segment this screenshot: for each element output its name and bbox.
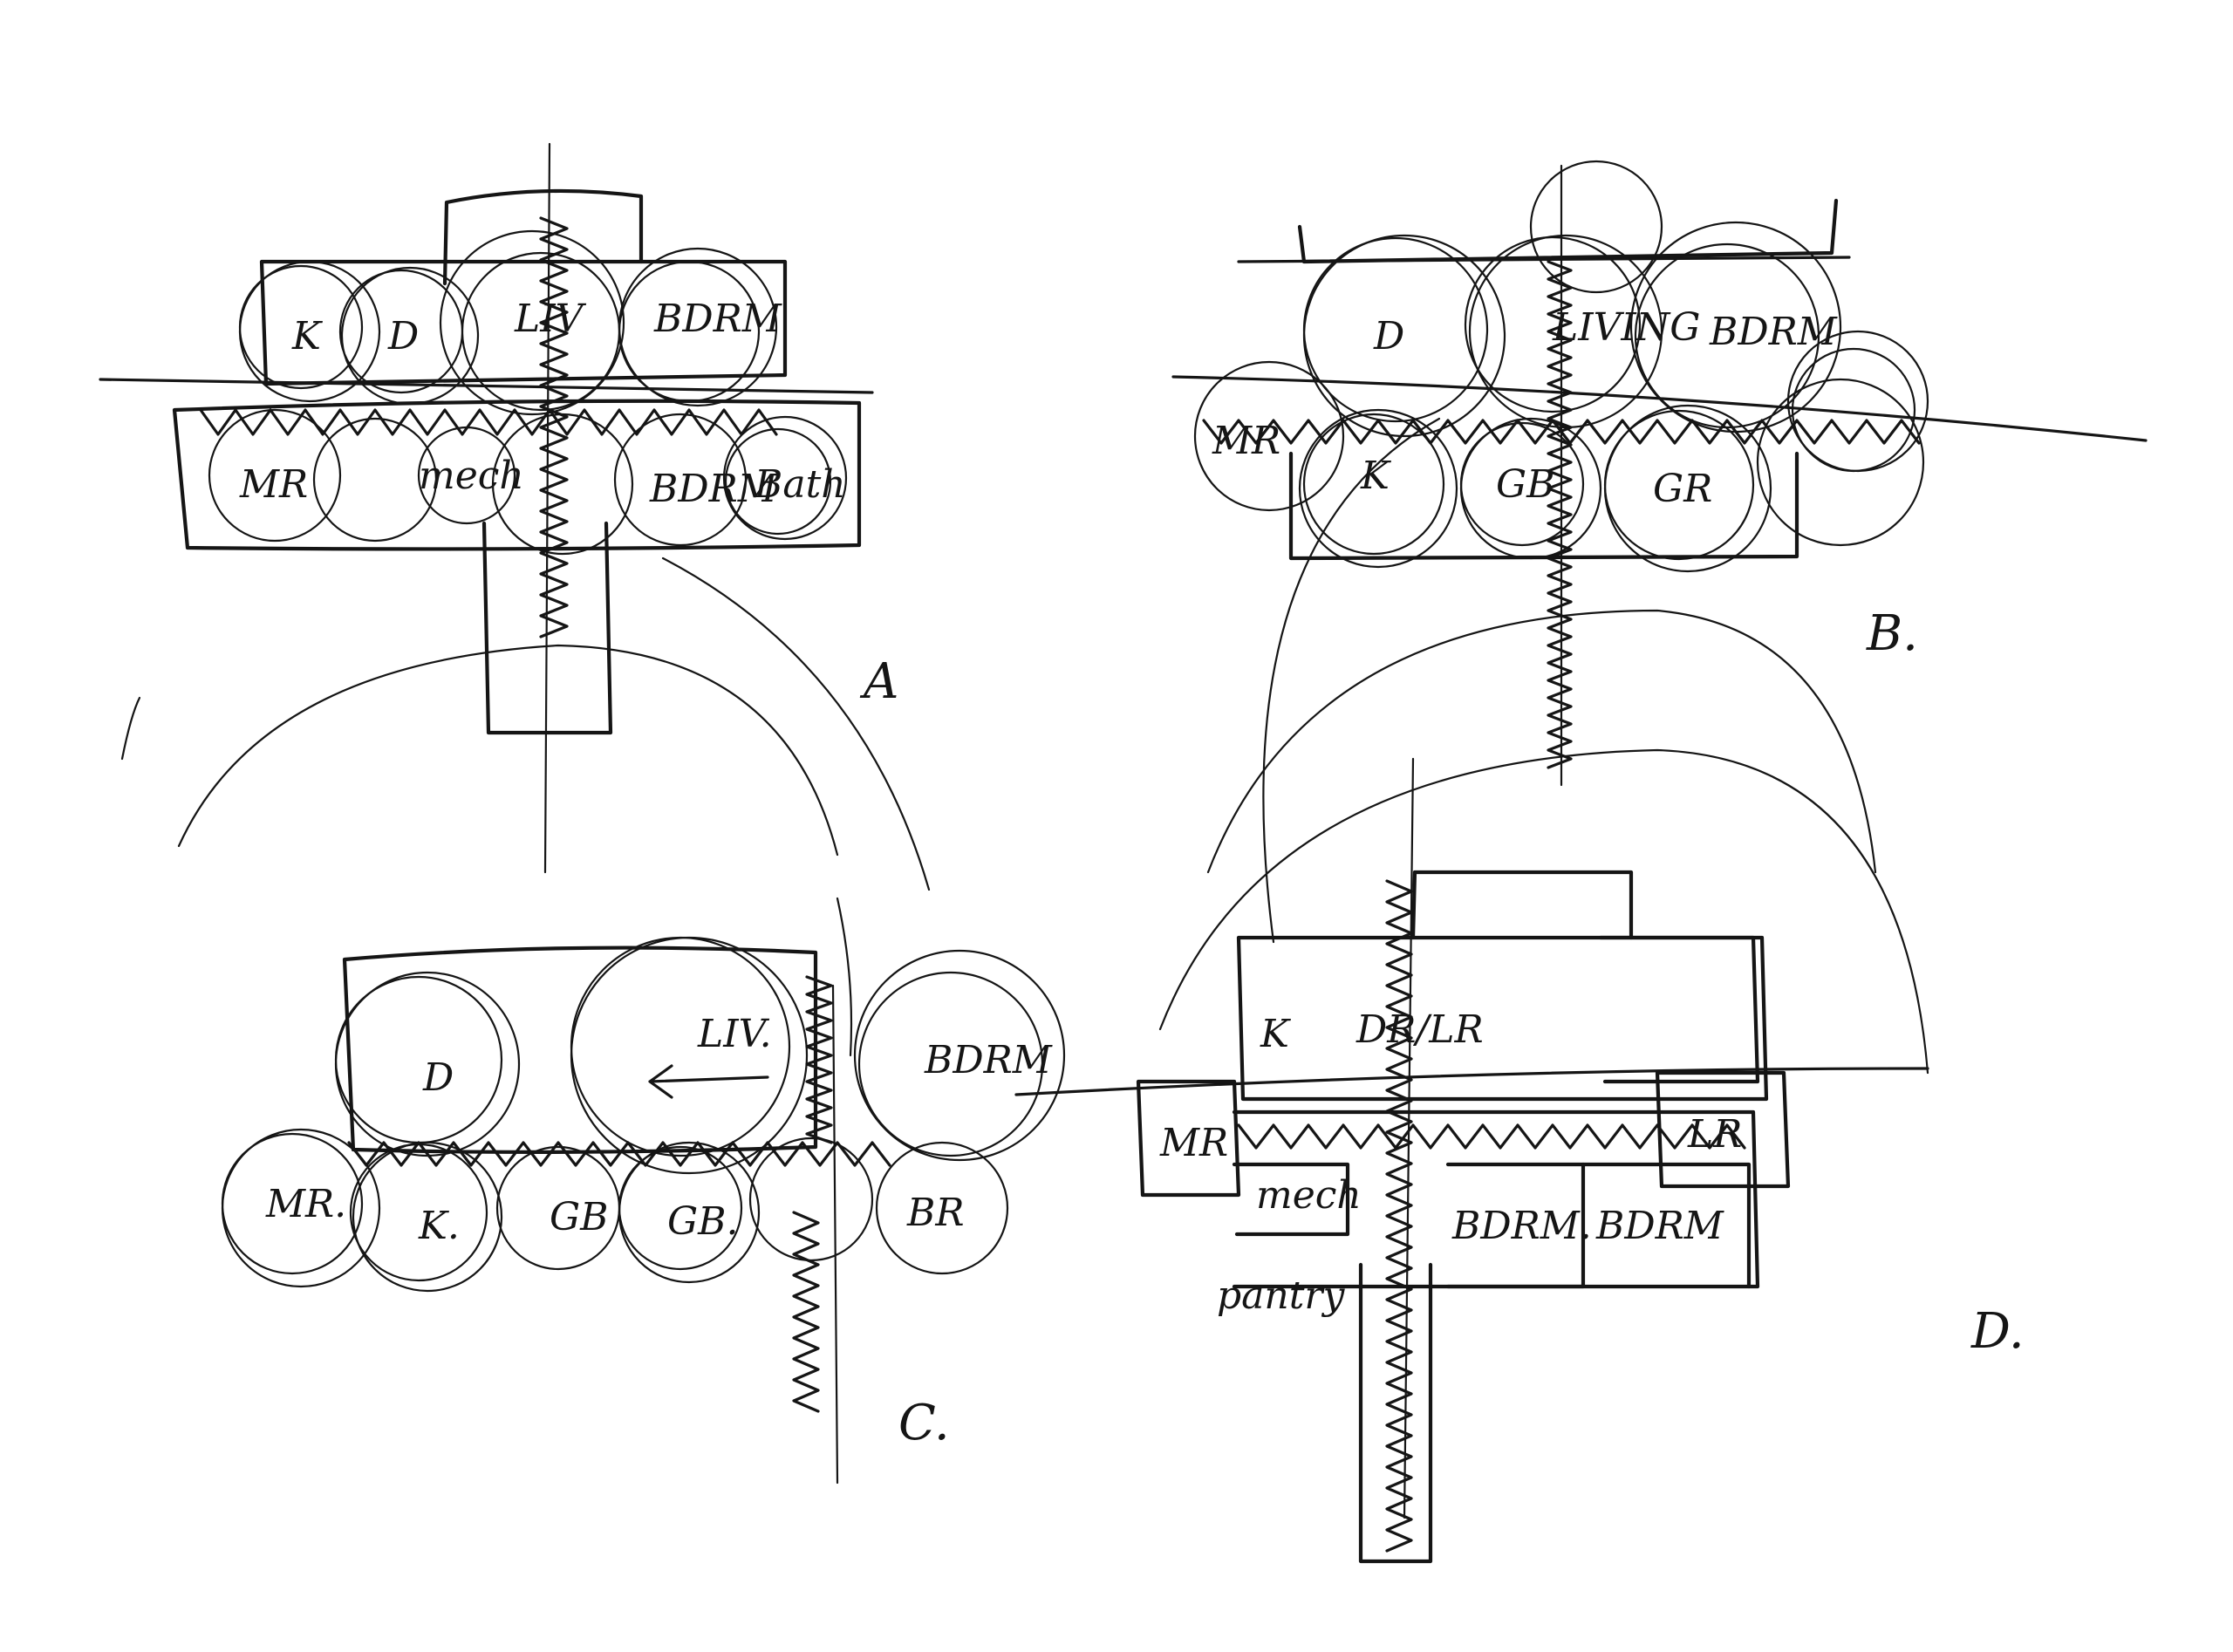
room-label-living-b: LIVING bbox=[1552, 305, 1700, 350]
block-mech-d bbox=[1232, 1162, 1350, 1237]
option-label-a: A bbox=[859, 653, 898, 710]
hatch-band-c bbox=[347, 1141, 891, 1167]
room-label-gr-b: GR bbox=[1653, 467, 1712, 511]
axis-line-d bbox=[1014, 1067, 1929, 1096]
block-upper-row-a bbox=[259, 259, 788, 386]
block-upper-b bbox=[1297, 198, 1839, 264]
room-label-gb2-c: GB. bbox=[667, 1199, 738, 1244]
room-label-liv-a: LIV bbox=[514, 297, 587, 341]
room-label-bdrm1-d: BDRM. bbox=[1451, 1204, 1592, 1248]
room-label-d-b: D bbox=[1373, 314, 1404, 358]
spine-line-a bbox=[543, 142, 551, 874]
block-entry-a bbox=[481, 521, 613, 735]
block-lower-b bbox=[1288, 451, 1799, 561]
living-arrow-c bbox=[648, 1064, 769, 1099]
sweep-arc-d bbox=[1158, 748, 1929, 1075]
hatch-band-d bbox=[1237, 1123, 1746, 1150]
sweep-arc-a bbox=[177, 644, 839, 857]
room-label-bath-a: Bath bbox=[754, 462, 846, 507]
room-label-mech-a: mech bbox=[419, 454, 524, 498]
hatch-spine-c bbox=[792, 975, 833, 1413]
sweep-line-c bbox=[836, 897, 853, 1057]
sketch-b: D LIVING BDRM MR K GB GR B. bbox=[1171, 160, 2148, 944]
block-main-d bbox=[1236, 935, 1769, 1102]
room-label-d-a: D bbox=[387, 314, 419, 358]
room-label-mr-c: MR. bbox=[265, 1182, 346, 1226]
sketch-d: K DR/LR MR mech BDRM. BDRM LR pantry D. bbox=[1014, 748, 2025, 1564]
hatch-band-a bbox=[199, 408, 778, 436]
hatch-spine-d bbox=[1385, 879, 1413, 1553]
spine-line-d bbox=[1403, 757, 1415, 1519]
option-label-b: B. bbox=[1866, 605, 1918, 662]
room-label-mech-d: mech bbox=[1256, 1173, 1362, 1218]
block-bdrm1-d bbox=[1445, 1162, 1586, 1289]
room-label-k-c: K. bbox=[418, 1204, 460, 1248]
block-right-d bbox=[1598, 935, 1760, 1084]
sweep-arc-b2 bbox=[1262, 417, 1441, 944]
room-label-k-a: K bbox=[291, 314, 323, 358]
room-label-d-c: D bbox=[422, 1055, 454, 1100]
room-label-bdrm2-a: BDRM bbox=[649, 467, 778, 511]
room-label-mr-a: MR bbox=[239, 462, 308, 507]
room-label-lr-d: LR bbox=[1687, 1112, 1742, 1157]
hatch-spine-a bbox=[539, 216, 569, 638]
room-bubbles-lower-b bbox=[1193, 360, 1925, 573]
block-left-d bbox=[1136, 1079, 1241, 1198]
room-label-pantry-d: pantry bbox=[1217, 1273, 1345, 1318]
room-label-liv-c: LIV. bbox=[697, 1012, 772, 1056]
sketch-c: D LIV. BDRM MR. K. GB GB. BR C. bbox=[221, 897, 1066, 1485]
room-label-gb-b: GB bbox=[1496, 462, 1554, 507]
room-label-k-b: K bbox=[1360, 454, 1391, 498]
hatch-spine-b bbox=[1547, 260, 1573, 769]
option-label-d: D. bbox=[1970, 1303, 2025, 1360]
room-label-drlr-d: DR/LR bbox=[1356, 1007, 1484, 1052]
room-label-bdrm-c: BDRM bbox=[924, 1038, 1053, 1082]
room-label-bdrm-b: BDRM bbox=[1709, 310, 1838, 354]
sweep-arc-a3 bbox=[120, 696, 141, 761]
sweep-arc-b bbox=[1206, 609, 1877, 874]
room-label-gb-c: GB bbox=[550, 1195, 608, 1239]
block-lr-d bbox=[1655, 1070, 1791, 1189]
sweep-arc-a2 bbox=[661, 556, 931, 891]
sketch-a: K D LIV BDRM MR mech BDRM Bath A bbox=[99, 142, 931, 891]
option-label-c: C. bbox=[898, 1395, 950, 1451]
axis-line-b bbox=[1171, 375, 2148, 442]
spine-line-c bbox=[831, 984, 839, 1485]
room-label-mr-b: MR bbox=[1212, 419, 1280, 463]
room-label-bdrm2-d: BDRM bbox=[1595, 1204, 1724, 1248]
block-top-a bbox=[442, 188, 644, 286]
block-bdrm2-d bbox=[1581, 1162, 1752, 1289]
block-lower-row-a bbox=[172, 399, 862, 551]
room-label-br-c: BR bbox=[906, 1191, 964, 1235]
axis-line-a bbox=[99, 378, 874, 394]
block-top-d bbox=[1410, 870, 1634, 940]
room-label-k-d: K bbox=[1260, 1012, 1291, 1056]
room-label-bdrm-a: BDRM bbox=[653, 297, 782, 341]
block-entry-d bbox=[1358, 1262, 1433, 1564]
room-label-mr-d: MR bbox=[1159, 1121, 1228, 1165]
